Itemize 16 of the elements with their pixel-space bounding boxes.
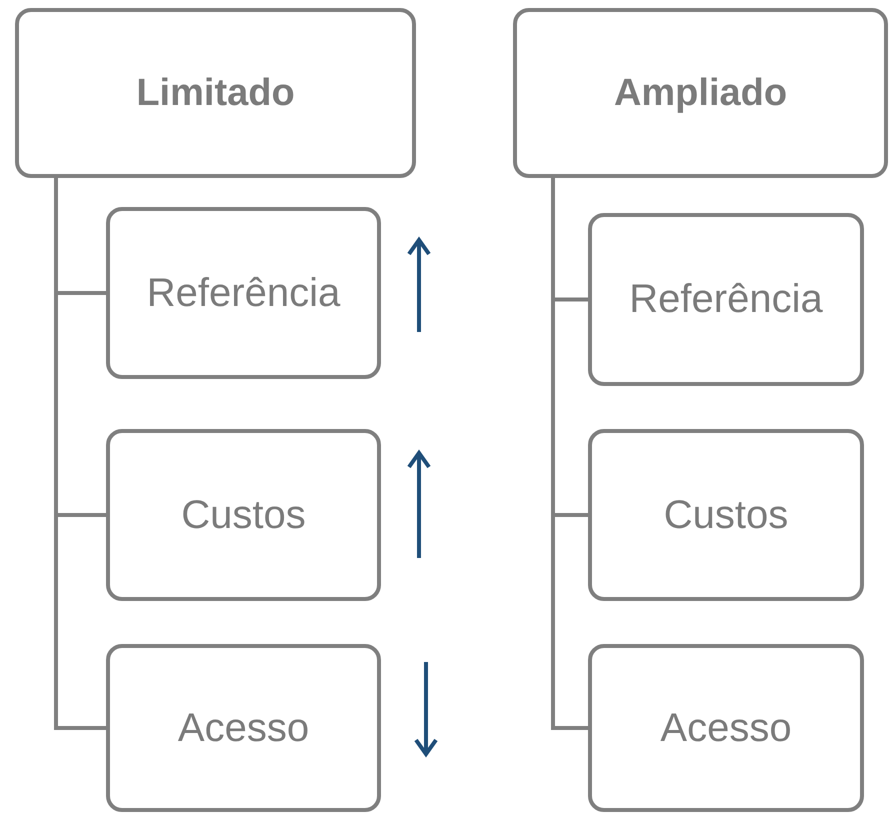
- category-box: [15, 8, 416, 178]
- item-label: Custos: [181, 492, 306, 538]
- item-box: [106, 207, 381, 379]
- item-box: [106, 429, 381, 601]
- item-label: Referência: [146, 270, 340, 316]
- category-title: Limitado: [136, 72, 295, 114]
- item-box: [106, 644, 381, 812]
- item-box: [588, 429, 864, 601]
- item-box: [588, 213, 864, 386]
- item-label: Acesso: [178, 706, 310, 750]
- category-box: [513, 8, 888, 178]
- item-box: [588, 644, 864, 812]
- item-label: Referência: [629, 277, 823, 322]
- item-label: Acesso: [660, 706, 792, 750]
- category-title: Ampliado: [614, 72, 788, 114]
- item-label: Custos: [664, 492, 788, 538]
